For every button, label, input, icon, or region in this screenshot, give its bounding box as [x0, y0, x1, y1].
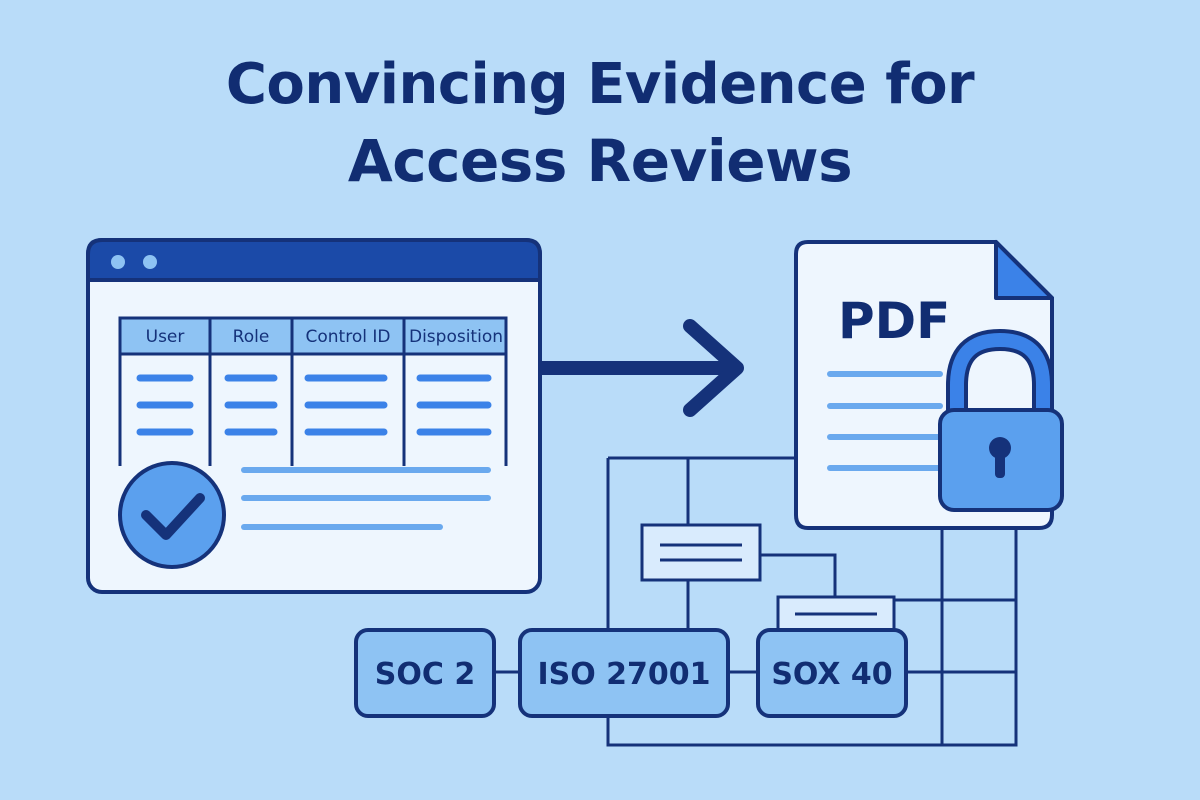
connector-lines	[494, 456, 1018, 747]
title-line-2: Access Reviews	[347, 127, 853, 195]
framework-badge-iso27001: ISO 27001	[518, 628, 730, 718]
column-header-control-id: Control ID	[306, 327, 391, 347]
column-header-role: Role	[233, 327, 270, 347]
column-header-disposition: Disposition	[409, 327, 503, 347]
framework-badge-sox: SOX 40	[756, 628, 908, 718]
folded-corner-icon	[994, 240, 1054, 300]
pdf-label: PDF	[838, 292, 950, 350]
column-header-user: User	[146, 327, 185, 347]
access-table: User Role Control ID Disposition	[118, 316, 508, 530]
badge-label-sox: SOX 40	[771, 657, 892, 692]
table-cell-placeholders	[136, 374, 492, 436]
summary-lines	[241, 467, 491, 530]
framework-badge-soc2: SOC 2	[354, 628, 496, 718]
window-dots-icon	[111, 255, 157, 269]
badge-label-iso27001: ISO 27001	[537, 657, 710, 692]
note-card-1	[640, 523, 762, 582]
note-card-2	[776, 595, 896, 635]
check-circle-icon	[118, 461, 226, 569]
title-line-1: Convincing Evidence for	[225, 52, 975, 117]
arrow-right-icon	[540, 319, 744, 417]
padlock-icon	[938, 328, 1064, 512]
badge-label-soc2: SOC 2	[375, 657, 475, 692]
